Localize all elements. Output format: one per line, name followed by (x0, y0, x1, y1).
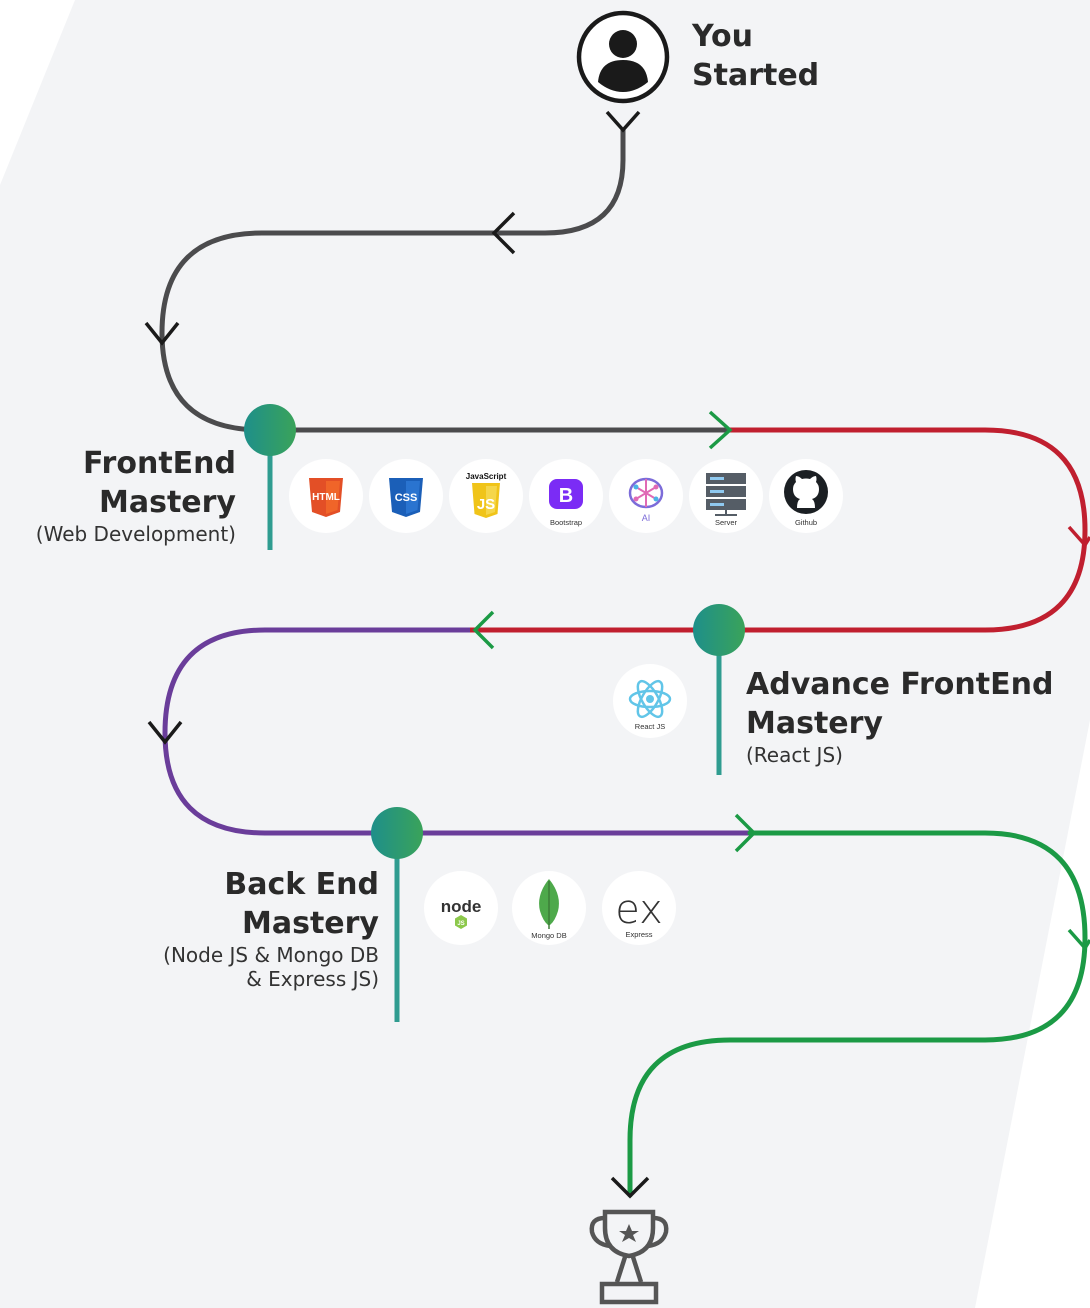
path-segment-start (159, 127, 733, 433)
svg-text:HTML: HTML (312, 492, 340, 503)
chevron-down-icon (147, 720, 183, 745)
ai-brain-icon: AI (628, 477, 664, 523)
skill-label: React JS (634, 722, 666, 731)
stage-subtitle: & Express JS) (246, 967, 379, 991)
start-label: You Started (692, 17, 819, 95)
stage-title: Mastery (242, 906, 379, 941)
nodejs-icon: node JS (441, 897, 482, 929)
skill-badge-css[interactable]: CSS (369, 459, 443, 533)
skill-label: Github (794, 518, 818, 527)
path-segment-frontend (470, 427, 1088, 633)
skill-label: Server (714, 518, 738, 527)
skill-label: Bootstrap (549, 518, 583, 527)
stage-frontend-label: FrontEnd Mastery (Web Development) (0, 444, 236, 546)
stage-title: Back End (224, 867, 379, 902)
react-icon (628, 679, 672, 719)
stage-title: Mastery (99, 485, 236, 520)
skill-badge-mongodb[interactable]: Mongo DB (512, 871, 586, 945)
svg-text:JS: JS (477, 496, 495, 513)
skill-label: Mongo DB (531, 931, 567, 940)
skill-badge-javascript[interactable]: JavaScript JS (449, 459, 523, 533)
skill-label: Express (625, 930, 653, 939)
svg-text:B: B (559, 485, 573, 507)
express-icon: ex (615, 887, 663, 933)
path-segment-advance (162, 627, 750, 836)
javascript-icon: JavaScript JS (466, 472, 507, 518)
skill-badge-bootstrap[interactable]: B Bootstrap (529, 459, 603, 533)
svg-text:CSS: CSS (395, 492, 418, 504)
css3-icon: CSS (389, 478, 423, 517)
server-icon (706, 473, 746, 516)
user-avatar-icon (576, 10, 670, 104)
path-segment-backend (627, 830, 1088, 1198)
milestone-dot-backend[interactable] (371, 807, 423, 859)
stage-title: Advance FrontEnd (746, 667, 1054, 702)
svg-text:ex: ex (615, 887, 663, 933)
skill-badge-express[interactable]: ex Express (602, 871, 676, 945)
mongodb-icon (539, 879, 559, 929)
bootstrap-icon: B (549, 479, 583, 509)
stage-backend-label: Back End Mastery (Node JS & Mongo DB & E… (100, 865, 379, 991)
stage-subtitle: (Node JS & Mongo DB (163, 943, 379, 967)
chevron-right-icon (708, 410, 733, 450)
milestone-dot-frontend[interactable] (244, 404, 296, 456)
chevron-down-icon (1067, 928, 1090, 951)
skill-badge-server[interactable]: Server (689, 459, 763, 533)
skill-badge-react[interactable]: React JS (613, 664, 687, 738)
chevron-down-icon (610, 1176, 650, 1199)
svg-text:JS: JS (457, 921, 464, 927)
chevron-down-icon (1067, 525, 1090, 548)
start-label-line2: Started (692, 58, 820, 93)
svg-text:JavaScript: JavaScript (466, 472, 507, 481)
svg-text:node: node (441, 897, 482, 916)
stage-subtitle: (React JS) (746, 743, 843, 767)
stage-advance-label: Advance FrontEnd Mastery (React JS) (746, 665, 1086, 767)
start-label-line1: You (692, 19, 753, 54)
chevron-left-icon (472, 610, 495, 650)
stage-title: Mastery (746, 706, 883, 741)
stage-subtitle: (Web Development) (35, 522, 236, 546)
chevron-left-icon (491, 211, 516, 255)
trophy-icon (589, 1209, 669, 1305)
svg-text:AI: AI (642, 513, 651, 523)
github-icon (784, 470, 828, 514)
chevron-right-icon (734, 813, 757, 853)
stage-title: FrontEnd (82, 446, 236, 481)
skill-badge-github[interactable]: Github (769, 459, 843, 533)
chevron-down-icon (605, 110, 641, 133)
html5-icon: HTML (309, 478, 343, 517)
skill-badge-html[interactable]: HTML (289, 459, 363, 533)
skill-badge-node[interactable]: node JS (424, 871, 498, 945)
milestone-dot-advance[interactable] (693, 604, 745, 656)
chevron-down-icon (144, 321, 180, 346)
skill-badge-ai[interactable]: AI (609, 459, 683, 533)
